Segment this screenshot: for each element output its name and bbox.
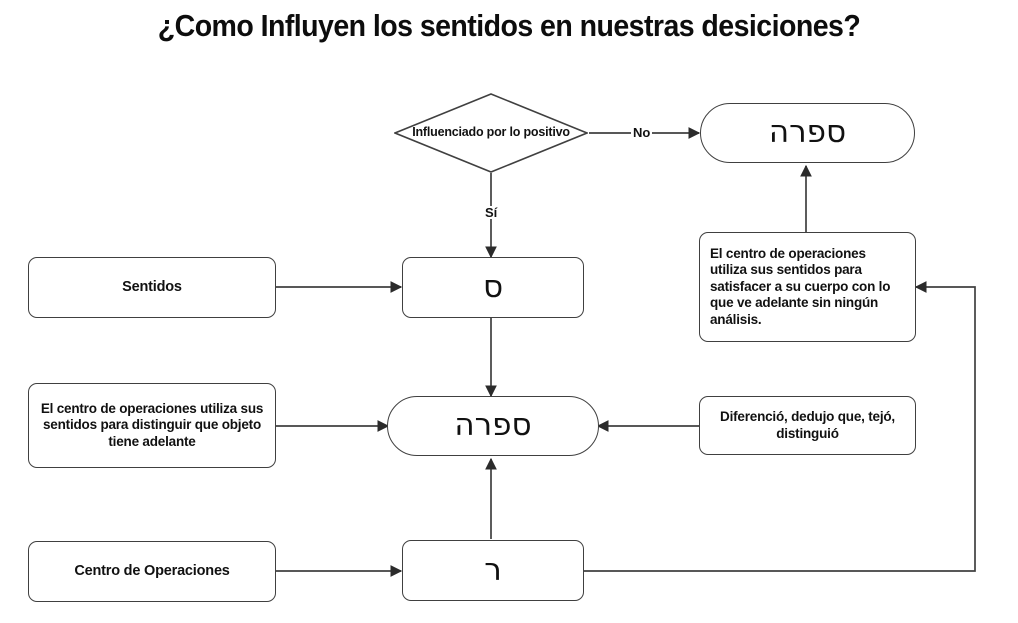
node-sfera-middle-label: ספרה [454, 407, 532, 444]
node-diferencio-label: Diferenció, dedujo que, tejó, distinguió [720, 409, 895, 441]
node-samekh[interactable]: ס [402, 257, 584, 318]
node-resh-label: ר [484, 551, 502, 588]
node-centro-operaciones-label: Centro de Operaciones [74, 562, 230, 579]
node-sentidos[interactable]: Sentidos [28, 257, 276, 318]
node-resh[interactable]: ר [402, 540, 584, 601]
node-centro-satisfacer-label: El centro de operaciones utiliza sus sen… [710, 245, 891, 327]
node-centro-distinguir[interactable]: El centro de operaciones utiliza sus sen… [28, 383, 276, 468]
edge-label-no: No [631, 125, 653, 140]
node-samekh-label: ס [482, 268, 504, 305]
page-title: ¿Como Influyen los sentidos en nuestras … [157, 8, 861, 43]
diamond-shape [392, 93, 590, 173]
node-centro-distinguir-label: El centro de operaciones utiliza sus sen… [40, 400, 264, 449]
node-sentidos-label: Sentidos [122, 278, 182, 295]
node-centro-operaciones[interactable]: Centro de Operaciones [28, 541, 276, 602]
node-decision-label: Influenciado por lo positivo [412, 125, 570, 140]
edge-label-si: Sí [483, 205, 500, 220]
node-sfera-middle[interactable]: ספרה [387, 396, 599, 456]
node-sfera-top[interactable]: ספרה [700, 103, 915, 163]
node-centro-satisfacer[interactable]: El centro de operaciones utiliza sus sen… [699, 232, 916, 342]
node-sfera-top-label: ספרה [768, 114, 847, 151]
node-diferencio[interactable]: Diferenció, dedujo que, tejó, distinguió [699, 396, 916, 455]
node-decision-positivo[interactable]: Influenciado por lo positivo [392, 93, 590, 173]
